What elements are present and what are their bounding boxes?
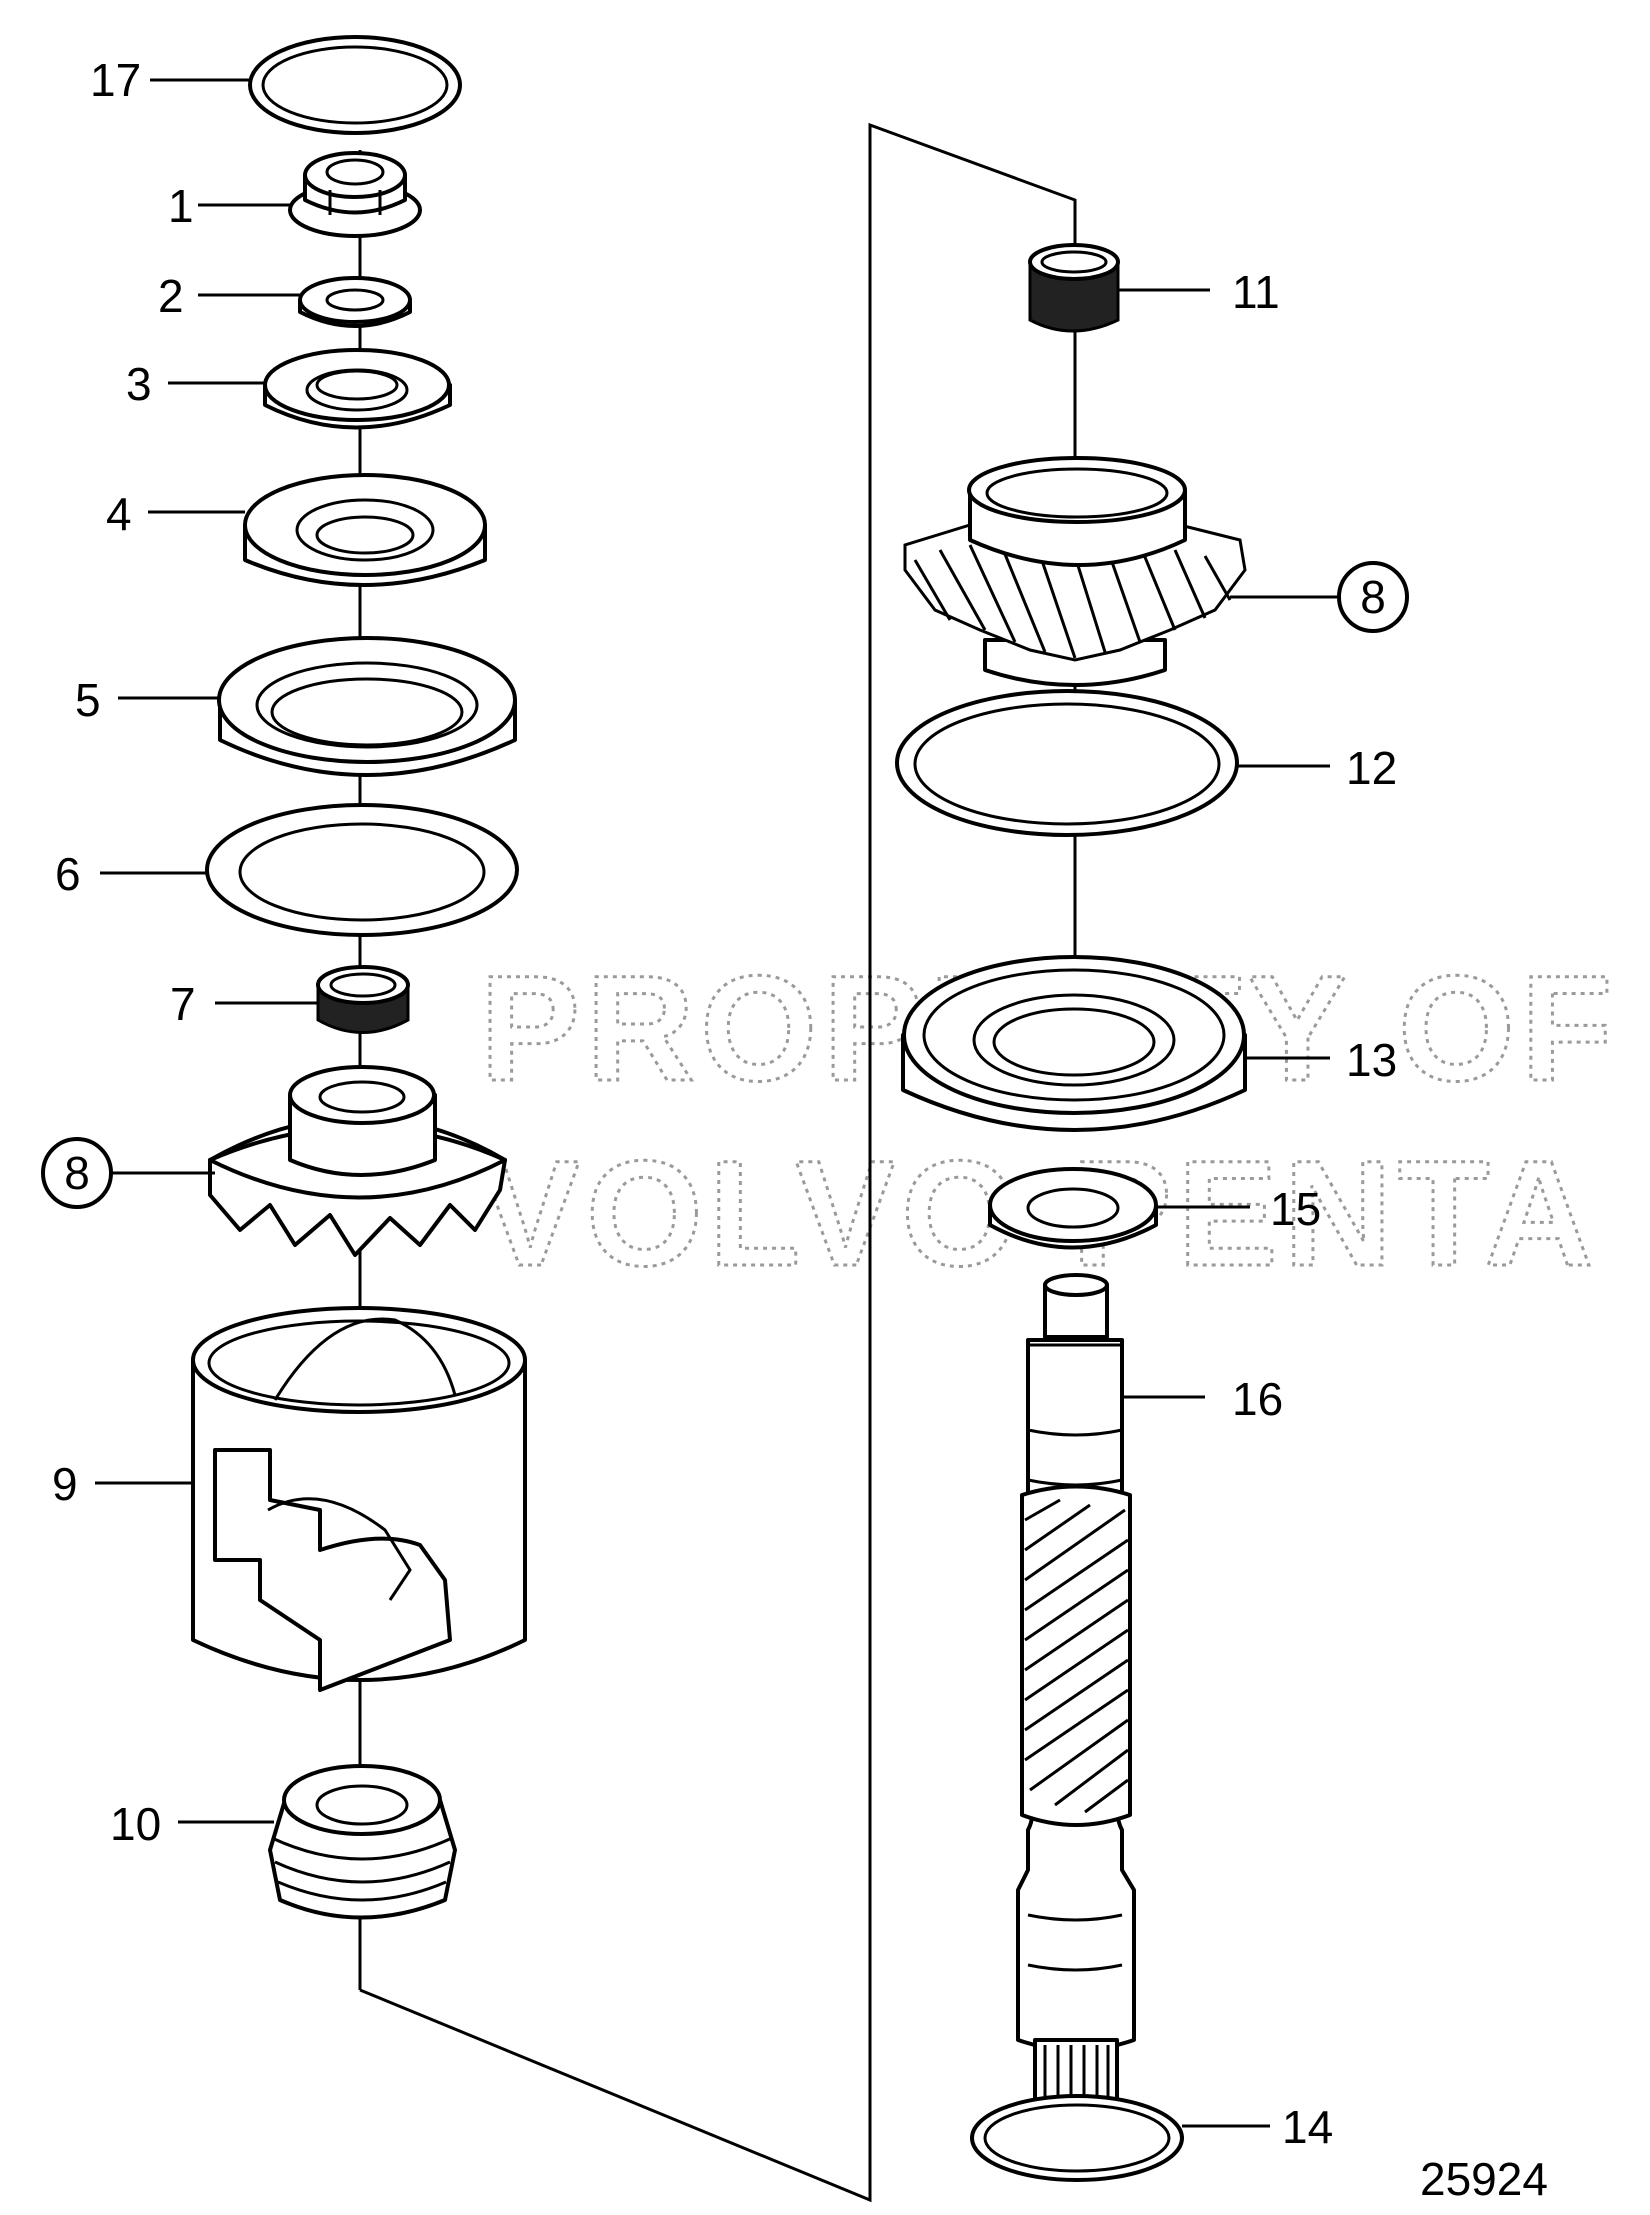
callout-5: 5: [75, 674, 101, 726]
callout-8-left: 8: [41, 1137, 113, 1209]
callout-14: 14: [1282, 2101, 1333, 2153]
part-1-flange-nut: [288, 151, 422, 238]
callout-2: 2: [158, 270, 184, 322]
callout-15: 15: [1270, 1183, 1321, 1235]
callout-16: 16: [1232, 1373, 1283, 1425]
callout-8-right: 8: [1337, 561, 1409, 633]
drawing-number: 25924: [1420, 2153, 1548, 2205]
part-12-shim: [895, 689, 1239, 837]
callout-4: 4: [106, 488, 132, 540]
callout-8-left-text: 8: [64, 1147, 90, 1199]
part-11-needle-bearing: [1028, 243, 1120, 333]
callout-3: 3: [126, 358, 152, 410]
callout-17: 17: [90, 54, 141, 106]
part-16-pinion-shaft: [1016, 1273, 1136, 2122]
callout-13: 13: [1346, 1034, 1397, 1086]
callout-11: 11: [1232, 266, 1280, 318]
callout-9: 9: [52, 1458, 78, 1510]
part-17-o-ring: [248, 35, 462, 135]
part-15-washer: [988, 1167, 1158, 1250]
part-7-needle-bearing: [316, 965, 410, 1034]
part-14-o-ring: [970, 2094, 1184, 2182]
callout-6: 6: [55, 848, 81, 900]
part-3-spacer: [263, 348, 452, 430]
part-13-bearing: [901, 955, 1247, 1132]
boundary-line: [359, 122, 1077, 2203]
part-9-sleeve: [191, 1306, 527, 1692]
callout-10: 10: [110, 1798, 161, 1850]
leader-lines: [95, 78, 1338, 2128]
part-4-bearing: [243, 473, 487, 587]
callout-1: 1: [168, 180, 194, 232]
part-2-washer: [298, 276, 412, 328]
part-8-bevel-gear-right: [903, 456, 1247, 687]
callout-7: 7: [170, 978, 196, 1030]
part-8-bevel-gear-left: [208, 1065, 507, 1257]
part-5-bearing-race: [217, 636, 517, 777]
callout-8-right-text: 8: [1360, 571, 1386, 623]
part-10-threaded-ring: [268, 1764, 457, 1920]
part-6-shim: [205, 803, 519, 937]
callout-12: 12: [1346, 742, 1397, 794]
